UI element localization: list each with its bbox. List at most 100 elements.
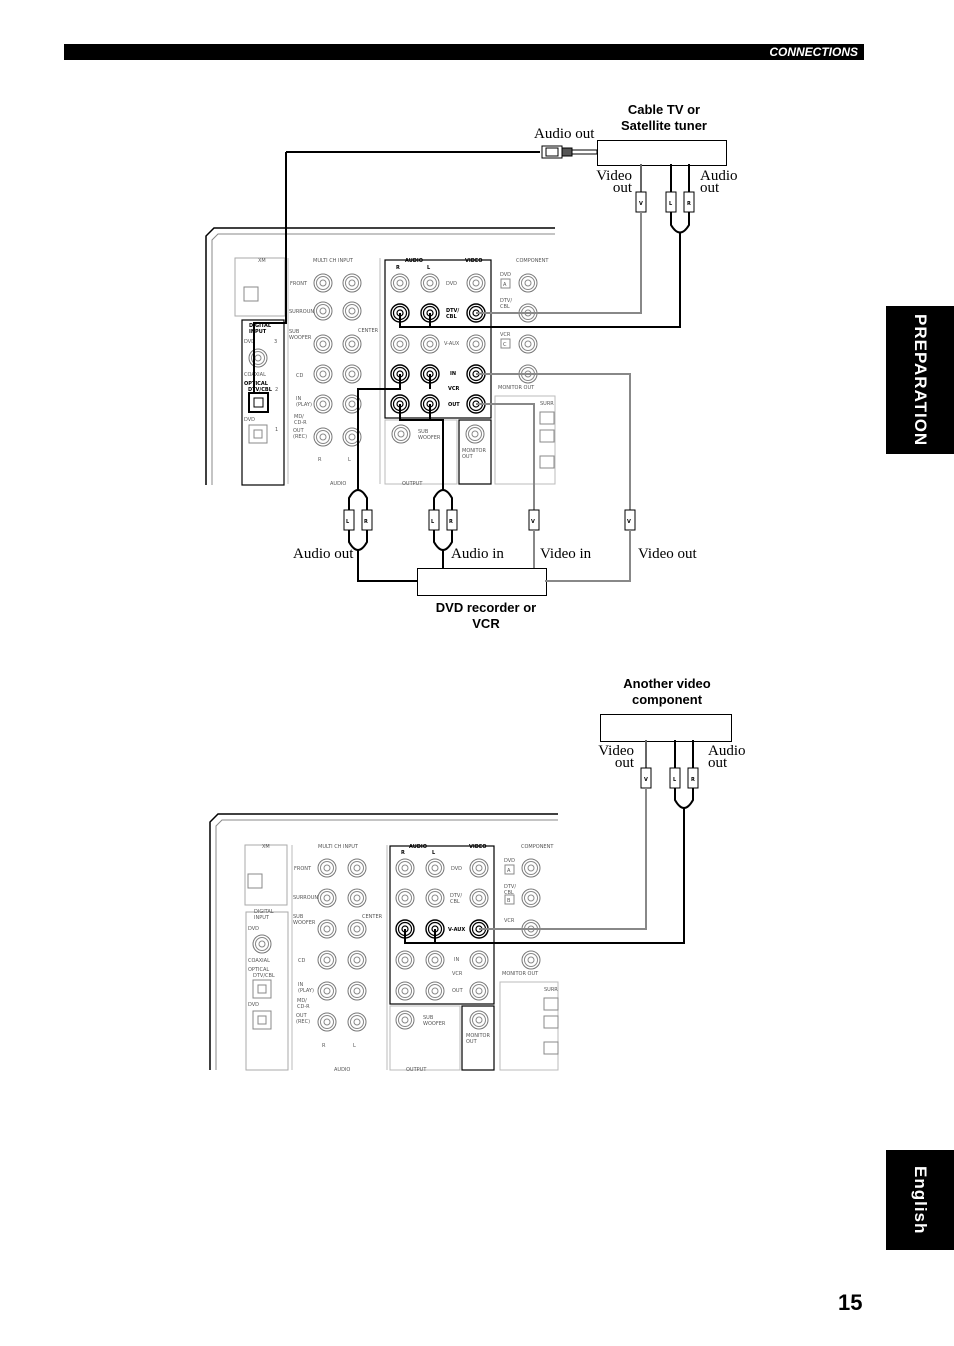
comp-c-label: C — [503, 342, 507, 348]
ch-l-label-2: L — [353, 1043, 356, 1049]
output-label: OUTPUT — [402, 481, 423, 487]
cd-label-2: CD — [298, 958, 305, 964]
source-device-box — [597, 140, 727, 166]
cables-diagram-2: V L R — [404, 740, 699, 944]
recorder-audio-out-label: Audio out — [293, 546, 354, 562]
tab-preparation-label: PREPARATION — [911, 313, 930, 447]
plug-l-2: L — [346, 519, 350, 525]
plug-r-1: R — [687, 201, 691, 207]
plug-v-3: V — [627, 519, 631, 525]
out-rec-label-2: OUT(REC) — [296, 1013, 310, 1025]
num-1-label: 1 — [275, 427, 278, 433]
cd-label: CD — [296, 373, 303, 379]
header-bar: CONNECTIONS — [64, 44, 864, 60]
comp-vcr-label-2: VCR — [504, 918, 515, 924]
audio-bottom-label: AUDIO — [330, 481, 346, 487]
dvd-row-label-2: DVD — [451, 866, 462, 872]
source2-device-label: Another video component — [623, 676, 711, 707]
coaxial-label-2: COAXIAL — [248, 958, 270, 964]
md-cd-r-label-2: MD/CD-R — [297, 998, 310, 1010]
surr-label: SURR — [540, 401, 554, 407]
video-header-label: VIDEO — [465, 258, 483, 264]
dvd-coax-label: DVD — [244, 339, 255, 345]
comp-dvd-label: DVD — [500, 272, 511, 278]
out-rec-label: OUT(REC) — [293, 428, 307, 440]
v-aux-row-label: V-AUX — [444, 341, 460, 347]
audio-header-label: AUDIO — [405, 258, 423, 264]
center-label: CENTER — [358, 328, 379, 334]
r-header-label: R — [396, 265, 400, 271]
surr-label-2: SURR — [544, 987, 558, 993]
audio-bottom-label-2: AUDIO — [334, 1067, 350, 1073]
ch-r-label: R — [318, 457, 322, 463]
optical-audio-out-label: Audio out — [534, 126, 595, 142]
in-row-label-2: IN — [454, 957, 459, 963]
recorder-video-in-label: Video in — [540, 546, 592, 562]
monitor-out-2-label-2: MONITOR OUT — [502, 971, 539, 977]
num-2-label: 2 — [275, 387, 278, 393]
source2-video-out-label: Video out — [598, 743, 634, 771]
tab-english[interactable]: English — [886, 1150, 954, 1250]
tab-english-label: English — [911, 1165, 930, 1235]
dvd-optical-label: DVD — [244, 417, 255, 423]
optical-label-2: OPTICAL — [248, 967, 269, 973]
tab-preparation[interactable]: PREPARATION — [886, 306, 954, 454]
plug-r-4: R — [691, 777, 695, 783]
component-label: COMPONENT — [516, 258, 549, 264]
source-video-out-label: Video out — [596, 168, 632, 196]
source-device-label: Cable TV or Satellite tuner — [621, 102, 707, 133]
output-label-2: OUTPUT — [406, 1067, 427, 1073]
num-3-label: 3 — [274, 339, 277, 345]
ch-r-label-2: R — [322, 1043, 326, 1049]
l-header-label-2: L — [432, 850, 436, 856]
dvd-row-label: DVD — [446, 281, 457, 287]
vcr-row-label: VCR — [448, 386, 460, 392]
front-label-2: FRONT — [294, 866, 312, 872]
xm-label-2: XM — [262, 844, 270, 850]
dvd-coax-label-2: DVD — [248, 926, 259, 932]
surround-label-2: SURROUND — [293, 895, 322, 901]
r-header-label-2: R — [401, 850, 405, 856]
xm-label: XM — [258, 258, 266, 264]
ch-l-label: L — [348, 457, 351, 463]
plug-l-3: L — [431, 519, 435, 525]
comp-dtv-label-2: DTV/CBL — [504, 884, 516, 896]
coaxial-label: COAXIAL — [244, 372, 266, 378]
comp-vcr-label: VCR — [500, 332, 511, 338]
out-row-label-2: OUT — [452, 988, 464, 994]
out-row-label: OUT — [448, 402, 460, 408]
multi-ch-input-label-2: MULTI CH INPUT — [318, 844, 359, 850]
dtv-cbl-row-label: DTV/CBL — [446, 308, 459, 320]
section-title: CONNECTIONS — [769, 45, 858, 59]
plug-l-4: L — [673, 777, 677, 783]
vcr-row-label-2: VCR — [452, 971, 463, 977]
front-label: FRONT — [290, 281, 308, 287]
optical-label: OPTICAL — [244, 381, 269, 387]
component-label-2: COMPONENT — [521, 844, 554, 850]
audio-header-label-2: AUDIO — [409, 844, 427, 850]
source2-audio-out-label: Audio out — [708, 743, 746, 771]
plug-v-2: V — [531, 519, 535, 525]
comp-b-label-2: B — [507, 898, 511, 904]
source-audio-out-label: Audio out — [700, 168, 738, 196]
l-header-label: L — [427, 265, 431, 271]
monitor-out-2-label: MONITOR OUT — [498, 385, 535, 391]
comp-a-label: A — [503, 282, 507, 288]
md-cd-r-label: MD/CD-R — [294, 414, 307, 426]
surround-label: SURROUND — [289, 309, 318, 315]
v-aux-row-label-2: V-AUX — [448, 927, 465, 933]
plug-v-4: V — [644, 777, 648, 783]
in-row-label: IN — [450, 371, 456, 377]
comp-dvd-label-2: DVD — [504, 858, 515, 864]
plug-l-1: L — [669, 201, 673, 207]
